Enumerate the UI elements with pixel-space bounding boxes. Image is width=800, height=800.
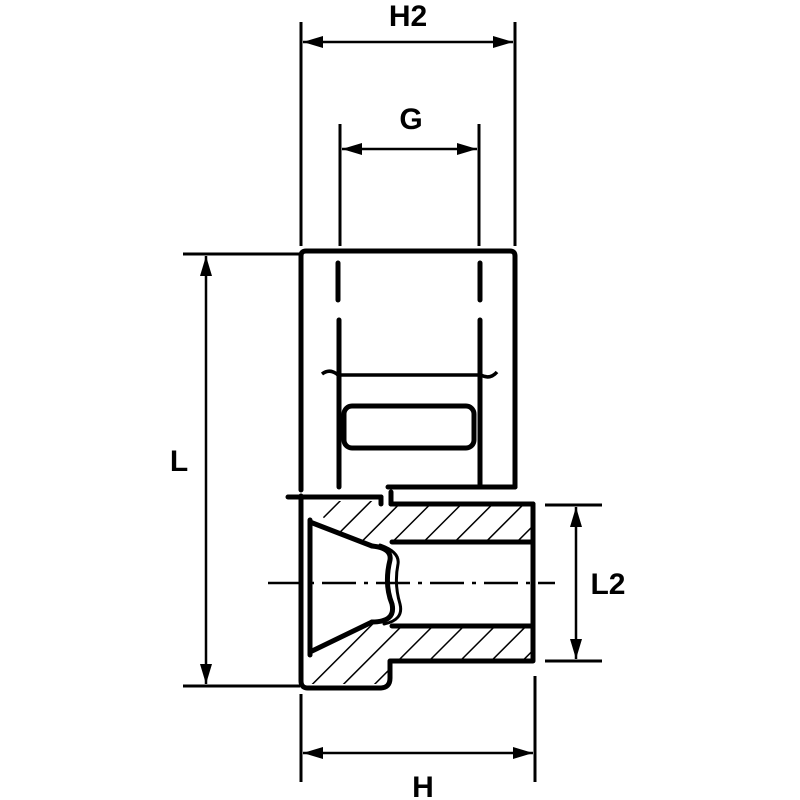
h-label: H (412, 771, 434, 800)
l-dimension: L (170, 252, 300, 688)
h-dimension: H (299, 676, 537, 800)
lower-wall-hatch (310, 623, 531, 684)
thread-end-curve-right (480, 370, 499, 379)
cone-lower-line (307, 619, 375, 655)
upper-wall-hatch (310, 501, 531, 546)
l2-label: L2 (590, 568, 625, 601)
lower-section-body (268, 489, 555, 691)
g-label: G (399, 103, 422, 136)
lower-body-outline (298, 489, 536, 691)
g-dimension: G (338, 103, 481, 246)
l2-dimension: L2 (545, 503, 626, 663)
cone-upper-line (307, 519, 375, 549)
thread-end-curve-left (320, 369, 340, 377)
h2-dimension: H2 (299, 0, 517, 246)
l-label: L (170, 445, 188, 478)
inner-seat (341, 403, 477, 451)
h2-label: H2 (389, 0, 427, 33)
upper-socket-body (298, 248, 518, 493)
upper-body-outline (298, 248, 518, 493)
